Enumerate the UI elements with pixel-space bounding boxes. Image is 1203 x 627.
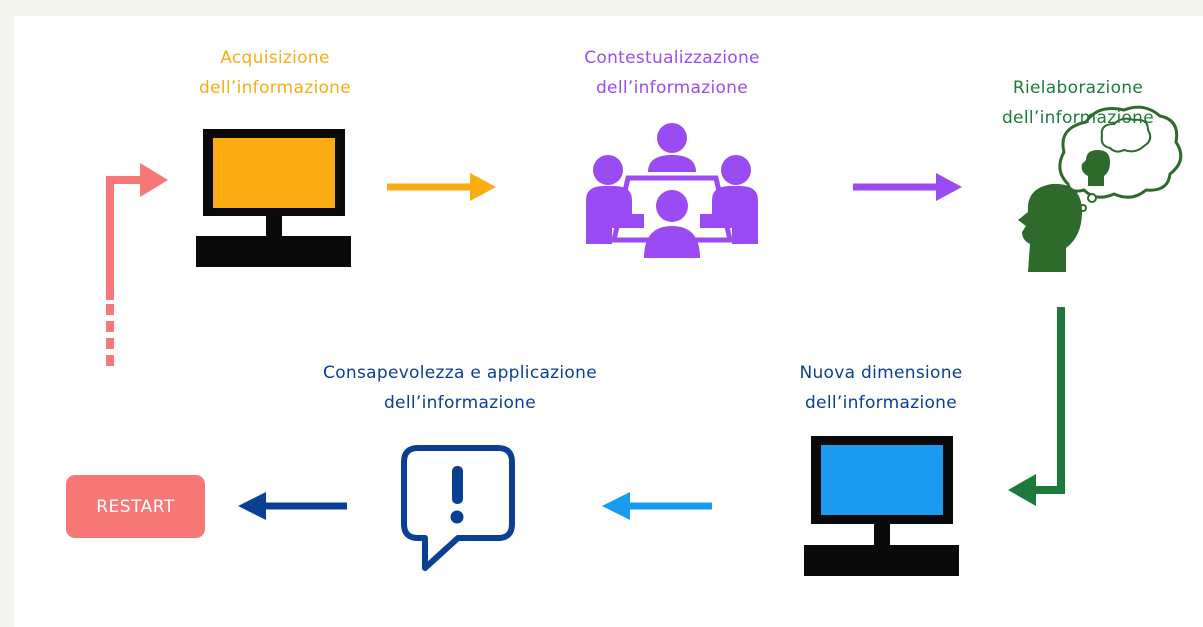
diagram-canvas — [14, 16, 1203, 627]
step-label-new-dimension: Nuova dimensione dell’informazione — [776, 358, 986, 418]
step-label-reelaboration: Rielaborazione dell’informazione — [978, 73, 1178, 133]
meeting-group-icon — [586, 123, 758, 258]
step-label-acquisition: Acquisizione dell’informazione — [170, 43, 380, 103]
alert-speech-bubble-icon — [401, 445, 515, 571]
arrow-to-contextualization — [387, 173, 496, 201]
computer-monitor-icon — [804, 436, 959, 576]
thinking-head-icon — [1018, 105, 1183, 272]
restart-loop-arrow — [106, 163, 168, 366]
step-label-line1: Rielaborazione — [1012, 78, 1144, 98]
step-label-line1: Acquisizione — [220, 48, 330, 68]
step-label-line2: dell’informazione — [804, 393, 958, 413]
step-label-awareness: Consapevolezza e applicazione dell’infor… — [300, 358, 620, 418]
arrow-to-restart — [238, 492, 347, 520]
arrow-to-awareness — [602, 492, 712, 520]
step-label-line1: Contestualizzazione — [584, 48, 760, 68]
step-label-line1: Nuova dimensione — [799, 363, 963, 383]
computer-monitor-icon — [196, 129, 351, 267]
step-label-line2: dell’informazione — [198, 78, 352, 98]
step-label-line1: Consapevolezza e applicazione — [323, 363, 597, 383]
arrow-to-new-dimension — [1008, 307, 1065, 506]
step-label-line2: dell’informazione — [595, 78, 749, 98]
restart-button[interactable]: RESTART — [66, 475, 205, 538]
step-label-contextualization: Contestualizzazione dell’informazione — [562, 43, 782, 103]
step-label-line2: dell’informazione — [383, 393, 537, 413]
arrow-to-reelaboration — [853, 173, 962, 201]
step-label-line2: dell’informazione — [1001, 108, 1155, 128]
